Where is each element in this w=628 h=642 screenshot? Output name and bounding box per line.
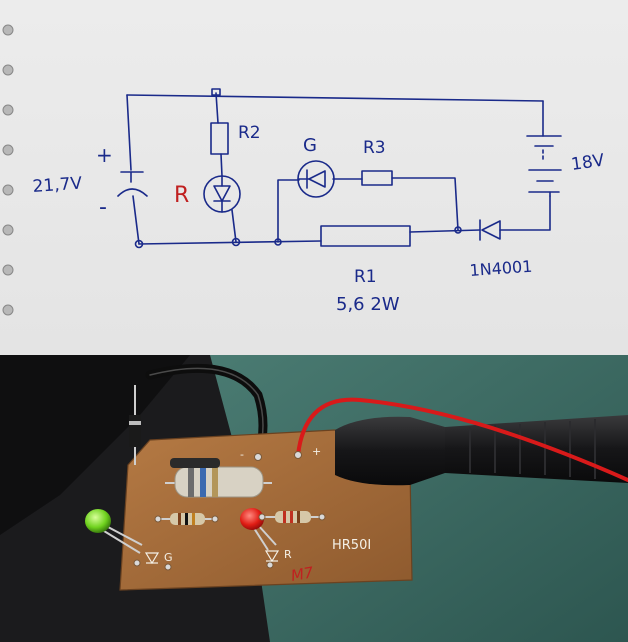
board-photo: - + G R HR50I M7: [0, 355, 628, 642]
dc-jack: [335, 416, 445, 486]
dc-cable: [445, 415, 628, 483]
led-red-symbol: [203, 175, 241, 213]
silkscreen-minus: -: [240, 448, 244, 461]
schematic-panel: + - 21,7V R2 R G R3 R1 5,6 2W 1N4001 18V: [0, 0, 628, 355]
led-red-label: R: [174, 183, 189, 208]
dark-object: [0, 355, 190, 535]
output-capacitor-symbol: [117, 171, 148, 197]
supply-voltage-label: 18V: [570, 150, 606, 174]
silkscreen-led-symbols: [144, 550, 280, 565]
r3-label: R3: [363, 138, 386, 158]
r1-label: R1: [354, 267, 377, 287]
handwritten-mark: M7: [290, 563, 316, 585]
green-led: [85, 509, 143, 554]
edge-diode: [129, 385, 141, 465]
solder-pads: [133, 451, 326, 571]
red-led: [240, 508, 277, 551]
diode-symbol: [479, 219, 501, 241]
red-wire: [296, 397, 628, 482]
diode-label: 1N4001: [469, 257, 533, 280]
wires: [126, 92, 551, 245]
output-voltage-label: 21,7V: [32, 174, 83, 197]
silkscreen-plus: +: [312, 445, 321, 458]
spiral-binding: [2, 24, 14, 316]
led-green-label: G: [303, 135, 317, 156]
power-resistor: [165, 458, 272, 498]
resistor-r2-symbol: [210, 122, 229, 155]
r1-value-label: 5,6 2W: [336, 294, 400, 315]
resistor-r1-symbol: [320, 225, 411, 247]
silkscreen-led-red: R: [284, 548, 292, 561]
minus-sign: -: [99, 195, 107, 220]
board-model-label: HR50I: [332, 538, 371, 553]
led-green-symbol: [297, 160, 335, 198]
board-photo-panel: - + G R HR50I M7: [0, 355, 628, 642]
schematic-drawing: + - 21,7V R2 R G R3 R1 5,6 2W 1N4001 18V: [2, 24, 606, 316]
battery-symbol: [526, 135, 562, 197]
plus-sign: +: [96, 143, 113, 167]
junctions: [134, 88, 462, 249]
cable-ribs: [469, 419, 596, 479]
silkscreen-led-green: G: [164, 551, 173, 564]
r2-label: R2: [238, 123, 261, 143]
resistor-r3: [262, 511, 322, 523]
resistor-r3-symbol: [361, 170, 393, 186]
resistor-r2: [158, 513, 215, 525]
